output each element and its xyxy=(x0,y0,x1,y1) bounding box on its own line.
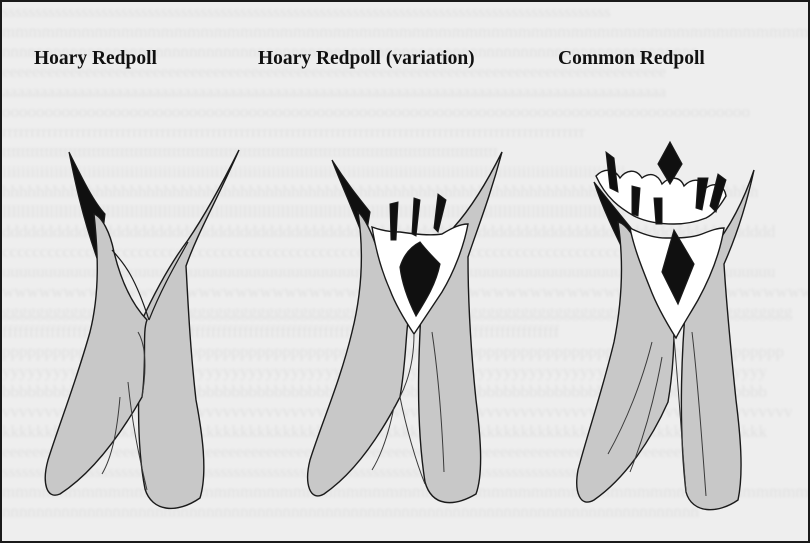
hoary-redpoll-undertail xyxy=(45,150,239,508)
hoary-right-feather xyxy=(139,150,239,508)
variation-right-feather xyxy=(419,152,502,503)
common-top-diamond xyxy=(658,142,682,184)
common-dark-tick xyxy=(654,198,662,224)
common-dark-tick xyxy=(632,186,640,216)
common-redpoll-undertail xyxy=(577,142,754,510)
variation-dark-tick xyxy=(390,202,398,240)
hoary-variation-undertail xyxy=(308,152,502,503)
variation-dark-tick xyxy=(412,198,420,236)
variation-dark-tick xyxy=(434,194,446,232)
